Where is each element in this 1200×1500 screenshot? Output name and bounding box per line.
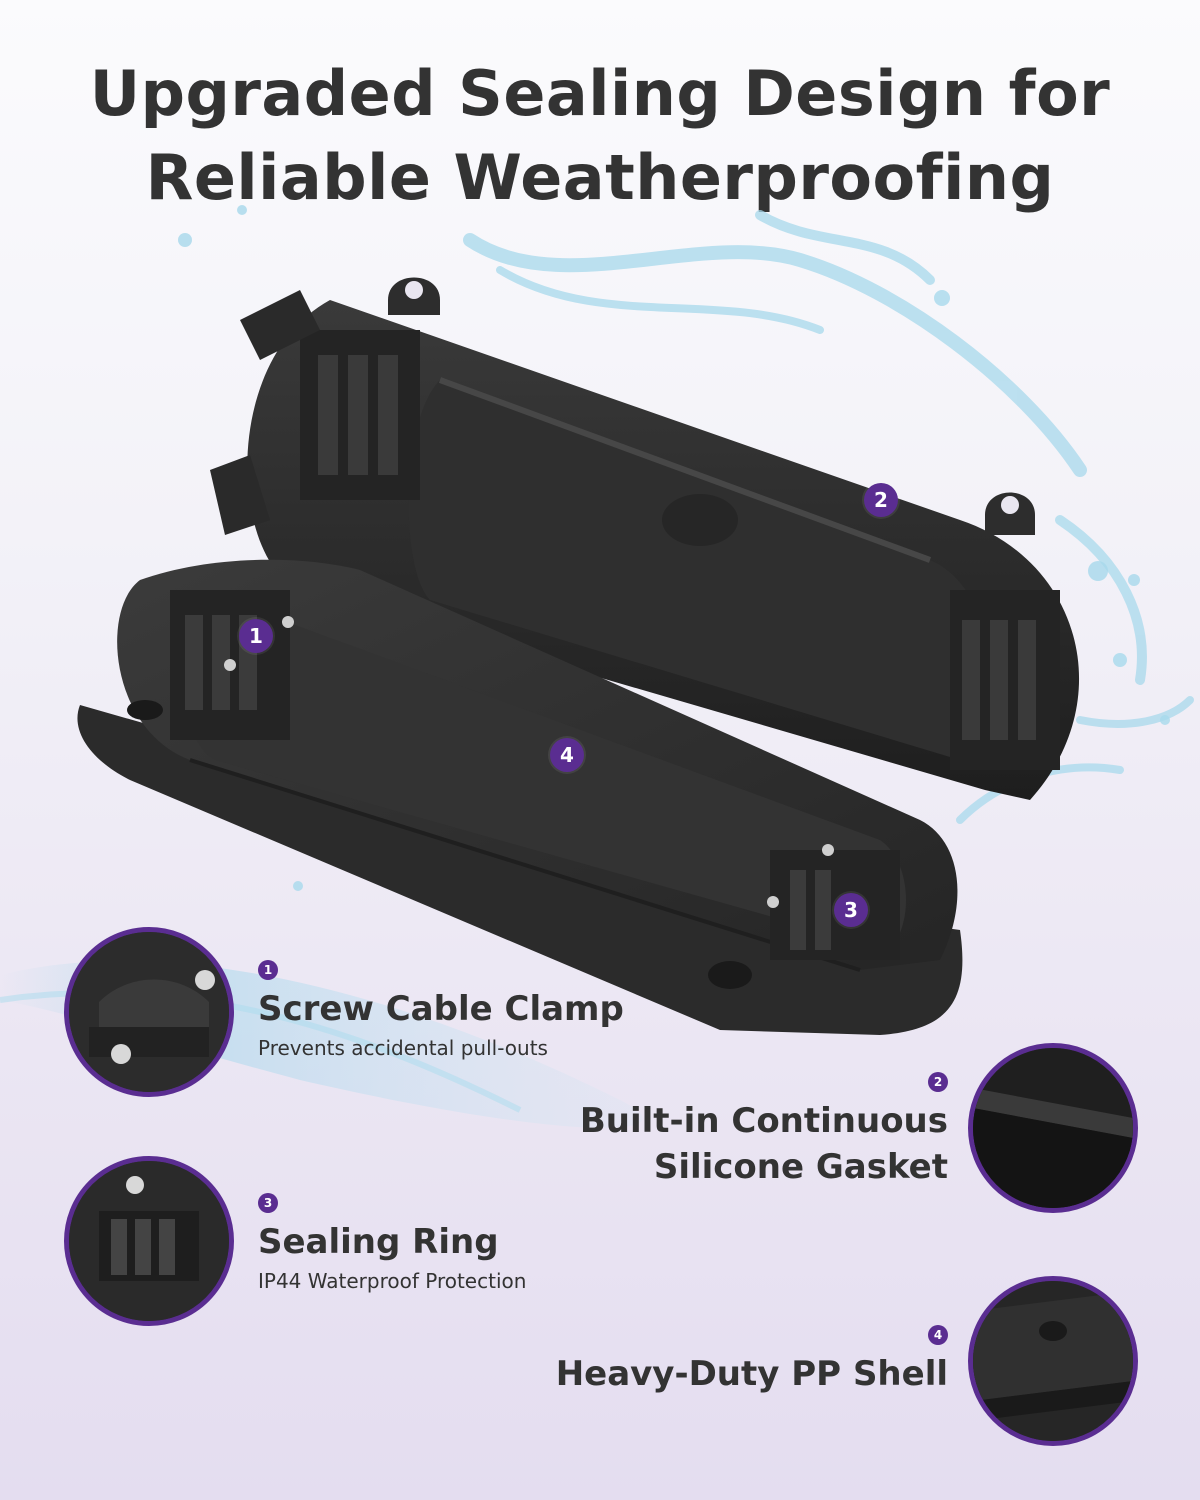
feature-description: IP44 Waterproof Protection bbox=[258, 1269, 527, 1293]
feature-title-line-2: Silicone Gasket bbox=[653, 1147, 948, 1187]
thumb-sealing-ring bbox=[64, 1156, 234, 1326]
title-line-1: Upgraded Sealing Design for bbox=[89, 57, 1111, 130]
thumb-screw-clamp bbox=[64, 927, 234, 1097]
feature-title: Heavy-Duty PP Shell bbox=[555, 1354, 948, 1394]
thumb-gasket bbox=[968, 1043, 1138, 1213]
marker-3: 3 bbox=[834, 893, 868, 927]
feature-number: 3 bbox=[258, 1193, 278, 1213]
feature-silicone-gasket: 2 Built-in Continuous Silicone Gasket bbox=[580, 1072, 948, 1190]
box-lid bbox=[210, 277, 1080, 800]
feature-description: Prevents accidental pull-outs bbox=[258, 1036, 548, 1060]
feature-title: Sealing Ring bbox=[258, 1222, 499, 1262]
thumb-shell bbox=[968, 1276, 1138, 1446]
feature-number: 4 bbox=[928, 1325, 948, 1345]
feature-number: 1 bbox=[258, 960, 278, 980]
feature-screw-cable-clamp: 1 Screw Cable Clamp Prevents accidental … bbox=[258, 960, 624, 1060]
marker-2: 2 bbox=[864, 483, 898, 517]
sealing-ring-icon bbox=[69, 1161, 229, 1321]
screw-clamp-icon bbox=[69, 932, 229, 1092]
feature-sealing-ring: 3 Sealing Ring IP44 Waterproof Protectio… bbox=[258, 1193, 526, 1293]
marker-4: 4 bbox=[550, 738, 584, 772]
shell-icon bbox=[973, 1281, 1133, 1441]
feature-title-line-1: Built-in Continuous bbox=[579, 1101, 948, 1141]
marker-1: 1 bbox=[239, 619, 273, 653]
feature-number: 2 bbox=[928, 1072, 948, 1092]
gasket-icon bbox=[973, 1048, 1133, 1208]
title-line-2: Reliable Weatherproofing bbox=[145, 141, 1055, 214]
feature-title: Screw Cable Clamp bbox=[258, 989, 624, 1029]
feature-pp-shell: 4 Heavy-Duty PP Shell bbox=[556, 1325, 948, 1397]
page-title: Upgraded Sealing Design for Reliable Wea… bbox=[0, 52, 1200, 220]
water-droplets bbox=[178, 205, 1170, 891]
box-base bbox=[77, 559, 963, 1035]
